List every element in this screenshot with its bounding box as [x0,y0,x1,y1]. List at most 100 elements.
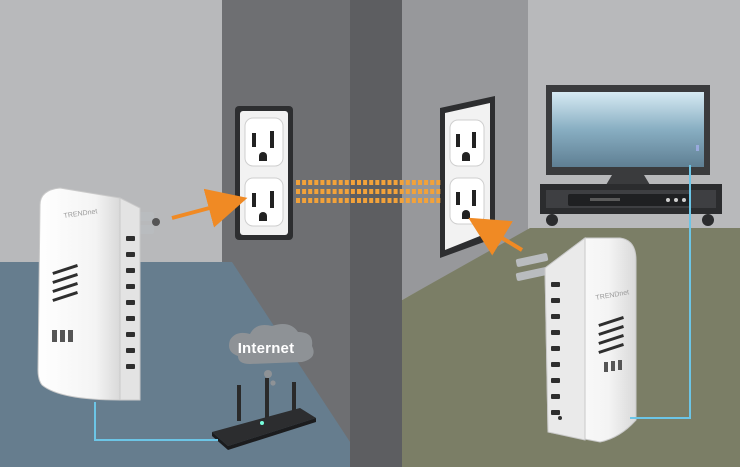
signal-dot [387,189,392,194]
signal-dot [357,189,361,194]
signal-dot [296,198,300,203]
cloud-icon [229,324,314,386]
vent-slot [551,394,560,399]
signal-dot [424,180,429,185]
signal-dot [302,180,307,185]
signal-dot [363,180,368,185]
signal-dot [424,189,429,194]
powerline-signal [296,180,441,203]
signal-dot [405,198,410,203]
powerline-adapter-icon: TRENDnet [37,187,160,401]
signal-dot [399,180,404,185]
vent-slot [551,362,560,367]
vent-slot [126,348,135,353]
wireless-router-icon [212,378,316,450]
power-outlet-icon [235,106,293,240]
signal-dot [418,198,422,203]
signal-dot [369,189,374,194]
signal-dot [308,180,313,185]
signal-dot [430,180,435,185]
vent-slot [598,334,624,345]
signal-dot [381,189,386,194]
signal-dot [387,180,392,185]
signal-dot [320,189,325,194]
signal-dot [350,180,355,185]
signal-dot [338,180,343,185]
signal-dot [296,189,300,194]
signal-dot [399,198,404,203]
vent-slot [126,236,135,241]
signal-dot [375,189,380,194]
signal-dot [387,198,392,203]
signal-dot [363,198,368,203]
power-outlet-icon [440,96,495,258]
vent-slot [551,282,560,287]
vent-slot [52,264,78,275]
vent-slot [126,284,135,289]
signal-dot [375,198,380,203]
signal-dot [338,189,343,194]
signal-dot [436,189,441,194]
vent-slot [52,273,78,284]
signal-dot [314,189,319,194]
signal-dot [326,189,331,194]
signal-dot [424,198,429,203]
signal-dot [350,198,355,203]
vent-slot [598,343,624,354]
arrow-icon [171,188,248,228]
signal-dot [308,189,313,194]
vent-slot [126,252,135,257]
vent-slot [126,316,135,321]
signal-dot [436,198,441,203]
signal-dot [308,198,313,203]
signal-dot [418,180,422,185]
signal-dot [436,180,441,185]
signal-dot [314,198,319,203]
signal-dot [369,180,374,185]
signal-dot [344,189,349,194]
signal-dot [350,189,355,194]
center-divider [350,0,402,467]
vent-slot [551,330,560,335]
vent-slot [551,410,560,415]
vent-slot [126,364,135,369]
signal-dot [430,198,435,203]
signal-dot [326,198,331,203]
signal-dot [320,180,325,185]
signal-dot [411,198,416,203]
signal-dot [332,189,337,194]
arrow-icon [468,217,524,256]
signal-dot [430,189,435,194]
signal-dot [393,189,398,194]
vent-slot [598,316,624,327]
television-icon [546,85,710,185]
signal-dot [357,180,361,185]
svg-text:TRENDnet: TRENDnet [63,208,98,220]
signal-dot [320,198,325,203]
internet-cloud-label: Internet [237,340,295,357]
vent-slot [551,314,560,319]
signal-dot [296,180,300,185]
signal-dot [411,189,416,194]
powerline-adapter-icon: TRENDnet [515,237,637,443]
signal-dot [381,198,386,203]
signal-dot [344,180,349,185]
signal-dot [326,180,331,185]
vent-slot [52,282,78,293]
signal-dot [363,189,368,194]
signal-dot [418,189,422,194]
signal-dot [314,180,319,185]
vent-slot [551,378,560,383]
signal-dot [344,198,349,203]
signal-dot [399,189,404,194]
signal-dot [369,198,374,203]
signal-dot [332,180,337,185]
vent-slot [551,346,560,351]
vent-slot [126,300,135,305]
signal-dot [338,198,343,203]
signal-dot [393,180,398,185]
signal-dot [405,189,410,194]
ethernet-cable-icon [630,165,691,419]
vent-slot [126,268,135,273]
